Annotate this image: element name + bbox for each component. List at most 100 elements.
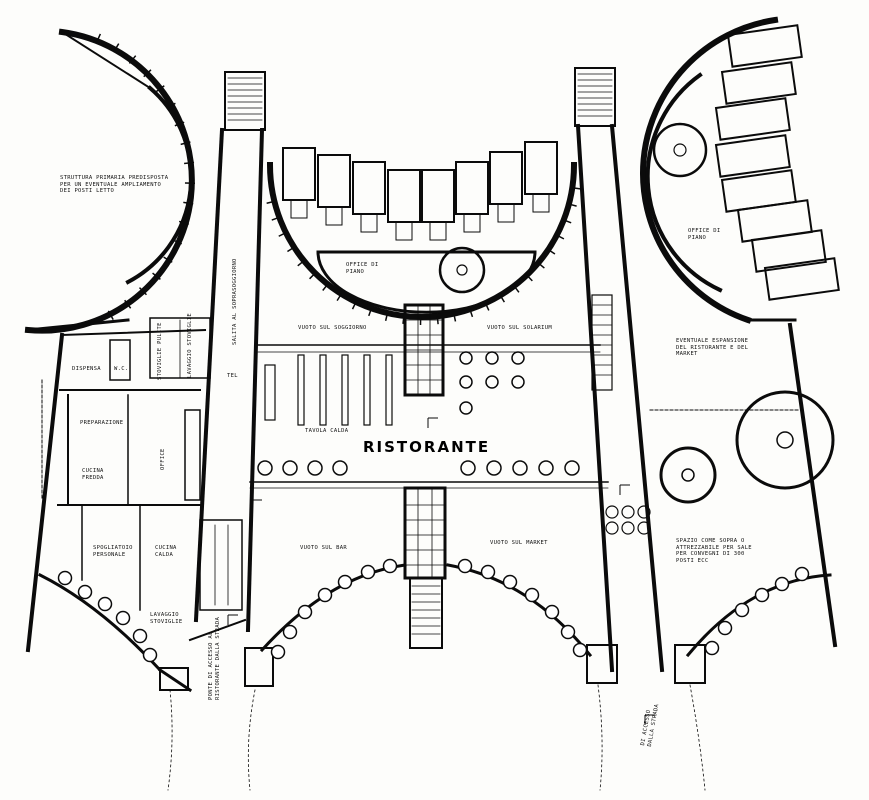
- spiral-stair-right-large: [735, 390, 835, 490]
- room-central-6: [489, 151, 523, 205]
- table-top-4: [485, 375, 499, 389]
- fin-left-10: [183, 201, 194, 205]
- fin-central-25: [266, 200, 275, 205]
- fin-central-19: [322, 283, 329, 291]
- label-salita-soprasoggiorno: SALITA AL SOPRASOGGIORNO: [232, 258, 238, 345]
- label-vuoto-solarium: VUOTO SUL SOLARIUM: [487, 325, 553, 331]
- fin-left-13: [163, 256, 173, 263]
- fin-central-5: [537, 262, 545, 269]
- table-top-5: [511, 375, 525, 389]
- fin-central-10: [469, 309, 474, 318]
- left-facade-wall: [25, 332, 65, 653]
- table-row-6: [512, 460, 528, 476]
- table-row-5: [486, 460, 502, 476]
- label-vuoto-soggiorno: VUOTO SUL SOGGIORNO: [298, 325, 367, 331]
- fin-left-8: [184, 161, 195, 165]
- fin-central-15: [384, 312, 389, 321]
- table-top-2: [511, 351, 525, 365]
- room-central-3: [387, 169, 421, 223]
- bottom-facade-right: [685, 573, 832, 658]
- room-bath-central-0: [290, 199, 308, 219]
- right-facade-wall: [787, 322, 838, 648]
- fin-left-5: [166, 102, 176, 109]
- label-wc: W.C.: [114, 366, 129, 372]
- room-central-4: [421, 169, 455, 223]
- fin-central-11: [453, 313, 457, 322]
- right-tower-inner-wall: [645, 72, 723, 293]
- facade-column-1: [77, 584, 93, 600]
- left-corridor-wall-b: [245, 127, 265, 633]
- facade-column-20: [704, 640, 720, 656]
- right-stair: [574, 67, 616, 127]
- left-stair: [224, 71, 266, 131]
- seat-group-5: [637, 521, 651, 535]
- room-central-7: [524, 141, 558, 195]
- facade-column-5: [142, 647, 158, 663]
- table-top-6: [459, 401, 473, 415]
- facade-column-4: [132, 628, 148, 644]
- room-bath-central-3: [395, 221, 413, 241]
- table-row-1: [282, 460, 298, 476]
- room-right-3: [714, 134, 791, 178]
- table-row-4: [460, 460, 476, 476]
- label-office: OFFICE: [160, 448, 166, 470]
- fin-left-0: [95, 33, 102, 44]
- room-right-4: [720, 169, 797, 213]
- spiral-stair-right-tower: [652, 122, 708, 178]
- table-row-0: [257, 460, 273, 476]
- room-bath-central-2: [360, 213, 378, 233]
- seat-group-1: [621, 505, 635, 519]
- bottom-stair: [409, 577, 443, 649]
- facade-column-9: [317, 587, 333, 603]
- right-corridor-wall-a: [575, 123, 615, 673]
- table-row-3: [332, 460, 348, 476]
- facade-column-21: [717, 620, 733, 636]
- facade-column-18: [560, 624, 576, 640]
- label-vuoto-market: VUOTO SUL MARKET: [490, 540, 548, 546]
- left-tower-inner-wall: [125, 85, 194, 285]
- fin-central-0: [572, 186, 581, 190]
- spiral-stair-central: [438, 246, 486, 294]
- facade-column-16: [524, 587, 540, 603]
- section-arrow-0: [427, 417, 438, 428]
- facade-column-8: [297, 604, 313, 620]
- label-lavaggio-stoviglie-v: LAVAGGIO STOVIGLIE: [187, 312, 193, 378]
- facade-column-6: [270, 644, 286, 660]
- label-vuoto-bar: VUOTO SUL BAR: [300, 545, 347, 551]
- label-eventuale-espansione: EVENTUALE ESPANSIONE DEL RISTORANTE E DE…: [676, 338, 749, 357]
- fin-left-14: [152, 272, 161, 280]
- facade-column-12: [382, 558, 398, 574]
- bottom-facade-left: [37, 572, 163, 673]
- main-title: RISTORANTE: [363, 438, 491, 456]
- fin-left-4: [155, 85, 165, 93]
- label-struttura: STRUTTURA PRIMARIA PREDISPOSTA PER UN EV…: [60, 175, 169, 194]
- fin-left-11: [178, 220, 189, 225]
- label-cucina-fredda: CUCINA FREDDA: [82, 468, 104, 481]
- fin-central-3: [556, 234, 565, 240]
- fin-central-21: [297, 260, 305, 267]
- label-tavola-calda: TAVOLA CALDA: [305, 428, 349, 434]
- room-right-1: [720, 61, 797, 105]
- room-bath-central-5: [463, 213, 481, 233]
- room-bath-central-4: [429, 221, 447, 241]
- label-office-left: OFFICE DI PIANO: [346, 262, 379, 275]
- fin-left-2: [128, 55, 137, 64]
- label-spazio-sopra: SPAZIO COME SOPRA O ATTREZZABILE PER SAL…: [676, 538, 752, 564]
- room-central-1: [317, 154, 351, 208]
- right-tower-outer-wall: [640, 16, 779, 324]
- fin-central-7: [513, 285, 520, 293]
- fin-central-2: [563, 219, 572, 224]
- fin-left-6: [174, 121, 185, 127]
- fin-central-14: [402, 315, 405, 324]
- facade-column-13: [457, 558, 473, 574]
- fin-left-15: [138, 287, 148, 296]
- fin-central-17: [351, 301, 357, 310]
- facade-column-3: [115, 610, 131, 626]
- label-tel: TEL: [227, 373, 238, 379]
- facade-column-2: [97, 596, 113, 612]
- label-spogliatoio: SPOGLIATOIO PERSONALE: [93, 545, 133, 558]
- label-lavaggio-stoviglie: LAVAGGIO STOVIGLIE: [150, 612, 183, 625]
- room-bath-central-6: [497, 203, 515, 223]
- room-right-6: [750, 229, 827, 273]
- room-right-7: [763, 257, 840, 301]
